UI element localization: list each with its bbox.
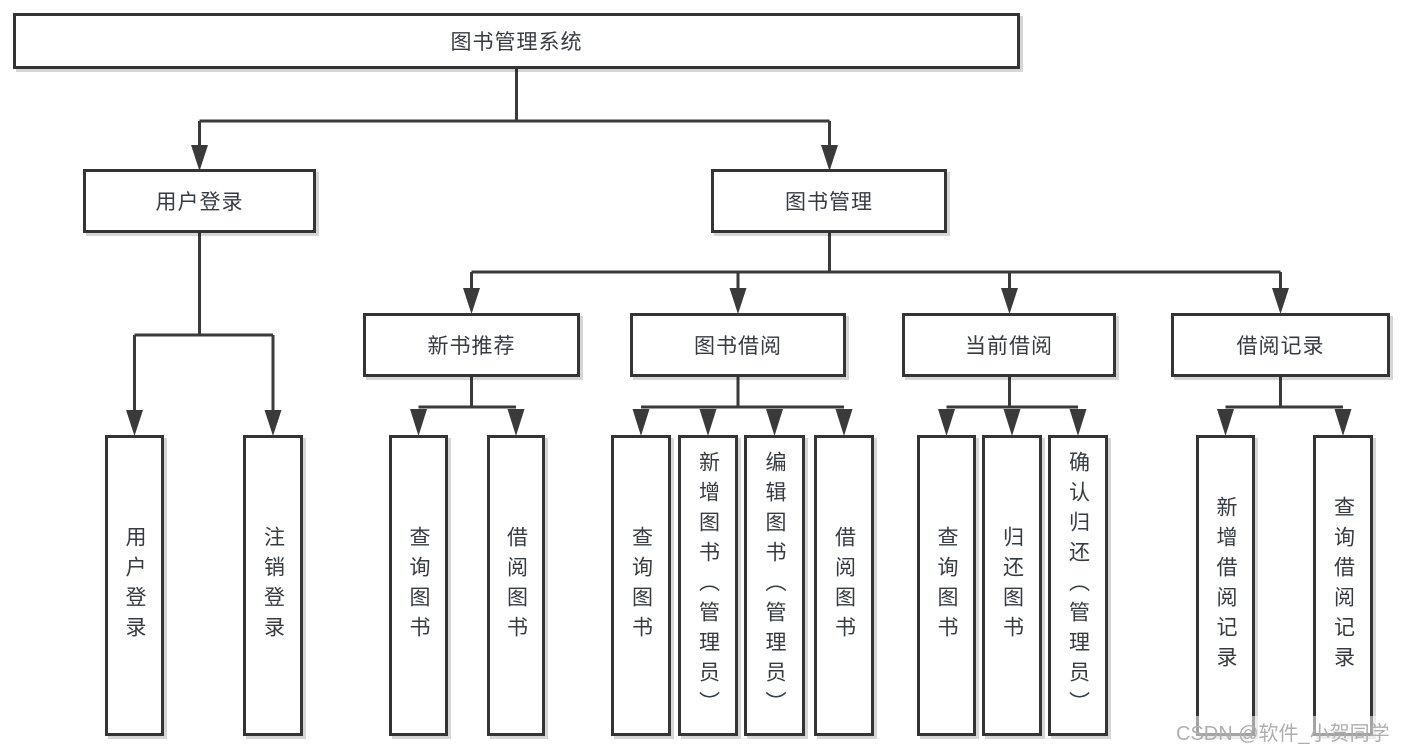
leaf-logout-login: 注销登录 (243, 435, 303, 736)
connector-borrowing-records-to-leaves (1217, 377, 1352, 436)
node-label: 查询图书 (935, 525, 958, 646)
connector-current-borrowing-to-leaves (938, 377, 1087, 436)
node-book-borrowing: 图书借阅 (630, 313, 846, 377)
leaf-borrowing-query-books: 查询图书 (611, 435, 671, 736)
leaf-user-login: 用户登录 (105, 435, 164, 736)
node-label: 图书管理系统 (450, 31, 583, 54)
connector-book-management-to-level3 (463, 233, 1289, 314)
node-label: 归还图书 (1000, 525, 1024, 646)
leaf-recommend-query-books: 查询图书 (389, 435, 448, 736)
leaf-current-return-books: 归还图书 (982, 435, 1042, 736)
node-label: 借阅图书 (504, 525, 528, 646)
leaf-borrowing-add-books-admin: 新增图书（管理员） (678, 435, 738, 736)
node-label: 图书管理 (785, 191, 873, 214)
connector-user-login-to-leaves (126, 233, 282, 436)
connector-new-book-recommend-to-leaves (410, 377, 525, 436)
node-label: 新书推荐 (427, 335, 516, 358)
node-label: 确认归还（管理员） (1066, 450, 1090, 721)
node-label: 用户登录 (123, 525, 146, 646)
node-label: 查询图书 (407, 525, 430, 646)
node-current-borrowing: 当前借阅 (902, 313, 1116, 377)
csdn-watermark: CSDN @软件_小贺同学 (1174, 716, 1392, 747)
leaf-current-confirm-return-admin: 确认归还（管理员） (1048, 435, 1108, 736)
node-label: 借阅记录 (1236, 335, 1325, 358)
leaf-borrowing-borrow-books: 借阅图书 (814, 435, 874, 736)
node-label: 查询借阅记录 (1331, 495, 1355, 676)
node-book-management: 图书管理 (711, 169, 947, 233)
node-new-book-recommend: 新书推荐 (363, 313, 580, 377)
leaf-current-query-books: 查询图书 (917, 435, 976, 736)
leaf-recommend-borrow-books: 借阅图书 (487, 435, 545, 736)
node-label: 新增借阅记录 (1214, 495, 1237, 676)
connector-book-borrowing-to-leaves (632, 377, 853, 436)
node-user-login: 用户登录 (83, 169, 316, 233)
leaf-borrowing-edit-books-admin: 编辑图书（管理员） (744, 435, 805, 736)
node-label: 编辑图书（管理员） (763, 450, 786, 721)
node-root: 图书管理系统 (13, 13, 1020, 69)
node-label: 借阅图书 (832, 525, 856, 646)
node-label: 当前借阅 (965, 335, 1053, 358)
node-label: 查询图书 (629, 525, 653, 646)
node-label: 图书借阅 (694, 335, 782, 358)
node-borrowing-records: 借阅记录 (1171, 313, 1390, 377)
node-label: 注销登录 (261, 525, 285, 646)
node-label: 新增图书（管理员） (696, 450, 720, 721)
leaf-records-add-record: 新增借阅记录 (1196, 435, 1255, 736)
node-label: 用户登录 (155, 191, 244, 214)
leaf-records-query-record: 查询借阅记录 (1313, 435, 1373, 736)
connector-root-to-level2 (191, 69, 838, 171)
